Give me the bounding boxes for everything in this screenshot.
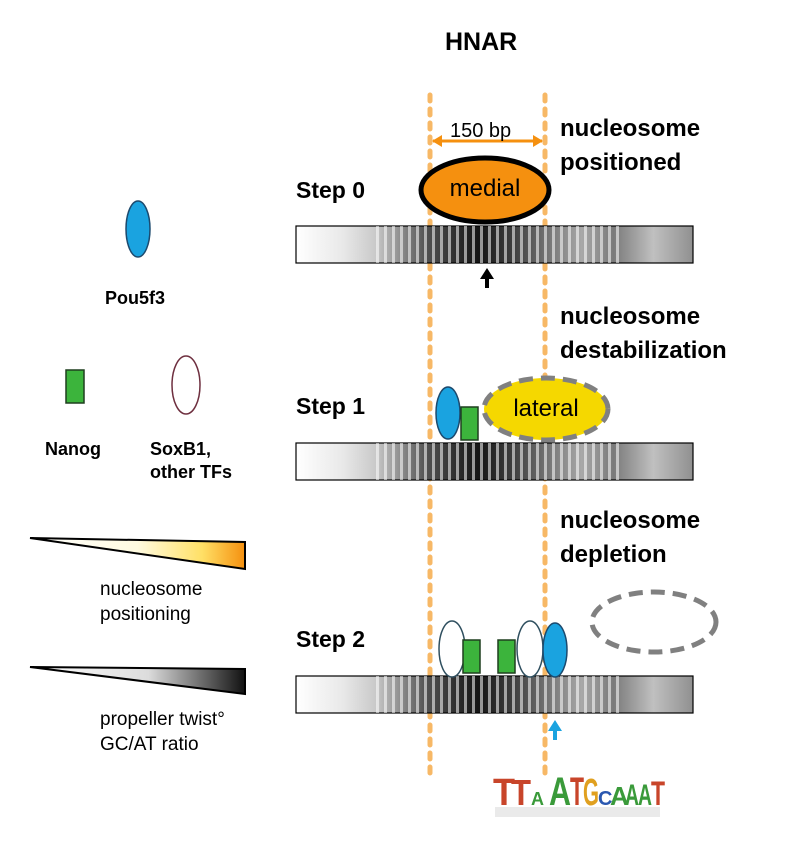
svg-text:A: A — [625, 779, 639, 812]
diagram-title: HNAR — [445, 28, 518, 56]
pou5f3-legend-icon — [125, 200, 151, 258]
step1-label: Step 1 — [296, 393, 366, 419]
blue-up-arrow — [548, 720, 562, 740]
step0-label: Step 0 — [296, 177, 366, 203]
medial-label: medial — [449, 175, 521, 202]
dna-bar-step0 — [295, 225, 694, 264]
propeller-twist-wedge — [29, 666, 246, 696]
step0-status-line2: positioned — [560, 149, 682, 176]
nanog-step2-a — [462, 639, 481, 674]
nanog-step1 — [460, 406, 479, 441]
step2-status-line2: depletion — [560, 541, 667, 568]
step1-status-line2: destabilization — [560, 337, 727, 364]
svg-text:A: A — [531, 789, 544, 809]
nucleosome-positioning-wedge — [29, 537, 246, 571]
lateral-nucleosome — [481, 375, 611, 443]
step0-status: nucleosome positioned — [560, 112, 700, 180]
pou5f3-legend-label: Pou5f3 — [105, 288, 166, 308]
svg-text:T: T — [493, 772, 515, 814]
step2-status-line1: nucleosome — [560, 507, 701, 534]
soxb1-step2-b — [516, 620, 544, 678]
step1-status-line1: nucleosome — [560, 303, 701, 330]
svg-text:A: A — [549, 770, 571, 814]
width-label: 150 bp — [450, 120, 512, 142]
svg-text:T: T — [511, 772, 531, 813]
step2-label: Step 2 — [296, 626, 366, 652]
black-up-arrow — [480, 268, 494, 288]
twist-legend-line2: GC/AT ratio — [100, 734, 199, 755]
soxb1-legend-label: SoxB1, other TFs — [150, 438, 232, 484]
width-arrow — [432, 135, 543, 147]
dna-bar-step1 — [295, 442, 694, 481]
soxb1-legend-line2: other TFs — [150, 462, 233, 482]
soxb1-legend-icon — [171, 355, 201, 415]
svg-text:A: A — [610, 781, 629, 811]
twist-legend-line1: propeller twist° — [100, 709, 225, 730]
lateral-label: lateral — [513, 395, 579, 422]
dna-bar-step2 — [295, 675, 694, 714]
svg-text:A: A — [638, 779, 652, 812]
svg-text:C: C — [598, 788, 612, 810]
step2-status: nucleosome depletion — [560, 504, 700, 572]
step1-status: nucleosome destabilization — [560, 300, 727, 368]
nanog-legend-label: Nanog — [45, 439, 101, 459]
svg-text:T: T — [651, 775, 665, 813]
soxb1-step2-a — [438, 620, 466, 678]
depleted-nucleosome — [589, 589, 719, 655]
motif-logo: T T A A T G C A A A T — [493, 770, 665, 817]
soxb1-legend-line1: SoxB1, — [150, 439, 212, 459]
medial-nucleosome — [418, 155, 552, 225]
pou5f3-step1 — [435, 386, 461, 440]
step0-status-line1: nucleosome — [560, 115, 701, 142]
nanog-step2-b — [497, 639, 516, 674]
twist-legend-label: propeller twist° GC/AT ratio — [100, 707, 225, 757]
nanog-legend-icon — [65, 369, 85, 404]
svg-text:G: G — [583, 772, 599, 814]
svg-text:T: T — [570, 770, 584, 814]
positioning-legend-line2: positioning — [100, 604, 191, 625]
pou5f3-step2 — [542, 622, 568, 678]
positioning-legend-line1: nucleosome — [100, 579, 203, 600]
positioning-legend-label: nucleosome positioning — [100, 577, 202, 627]
